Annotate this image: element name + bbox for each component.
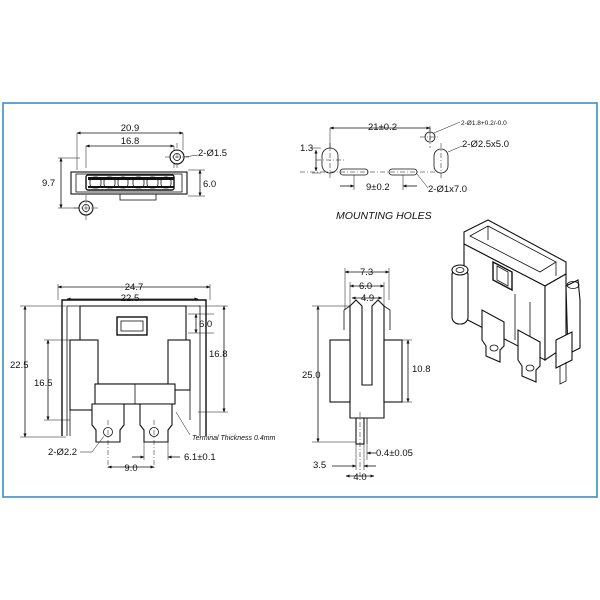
- front-body-height-label: 16.5: [34, 378, 53, 389]
- top-overall-width-label: 20.9: [121, 123, 140, 134]
- side-height-label: 25.0: [302, 370, 321, 381]
- front-terminal-pitch-label: 9.0: [124, 463, 137, 474]
- side-pin-length-label: 4.0: [353, 472, 366, 483]
- mh-pitch-label: 21±0.2: [368, 122, 397, 133]
- drawing-frame: [2, 102, 598, 498]
- front-view: 24.7 22.5 22.5 16.5 6.0 16.8: [10, 282, 276, 474]
- mounting-holes-view: 21±0.2 2-Ø1.8+0.2/-0.0 1.3 2-Ø2.5x5.0 9±…: [300, 120, 509, 222]
- side-top-b-label: 6.0: [359, 281, 372, 292]
- isometric-view: [451, 219, 581, 385]
- top-view: 20.9 16.8 9.7 6.0 2-Ø1.5: [42, 123, 227, 222]
- top-height-label: 9.7: [42, 178, 55, 189]
- side-body-height-label: 10.8: [412, 364, 431, 375]
- front-inner-width-label: 22.5: [121, 293, 140, 304]
- top-depth-label: 6.0: [203, 179, 216, 190]
- front-hole-label: 2-Ø2.2: [48, 447, 77, 458]
- side-pin-width-label: 3.5: [313, 460, 326, 471]
- mh-oval-b-label: 2-Ø1x7.0: [428, 184, 467, 195]
- front-right-height-label: 16.8: [209, 349, 228, 360]
- front-overall-height-label: 22.5: [10, 360, 29, 371]
- mh-slot-width-label: 1.3: [300, 143, 313, 154]
- mounting-holes-caption: MOUNTING HOLES: [336, 210, 432, 222]
- mh-slot-pitch-label: 9±0.2: [366, 182, 390, 193]
- side-view: 7.3 6.0 4.9 25.0 10.8 0.4±0.05: [302, 267, 431, 483]
- mh-oval-a-label: 2-Ø2.5x5.0: [462, 139, 509, 150]
- front-overall-width-label: 24.7: [125, 282, 144, 293]
- top-slot-width-label: 16.8: [121, 136, 140, 147]
- side-pin-thickness-label: 0.4±0.05: [376, 448, 413, 459]
- side-top-a-label: 7.3: [360, 267, 373, 278]
- front-terminal-width-label: 6.1±0.1: [184, 452, 216, 463]
- terminal-thickness-note: Terminal Thickness 0.4mm: [192, 435, 276, 442]
- side-top-c-label: 4.9: [361, 293, 374, 304]
- top-contacts: [88, 176, 174, 189]
- top-post-diameter-label: 2-Ø1.5: [198, 148, 227, 159]
- mh-tolerance-label: 2-Ø1.8+0.2/-0.0: [461, 120, 507, 127]
